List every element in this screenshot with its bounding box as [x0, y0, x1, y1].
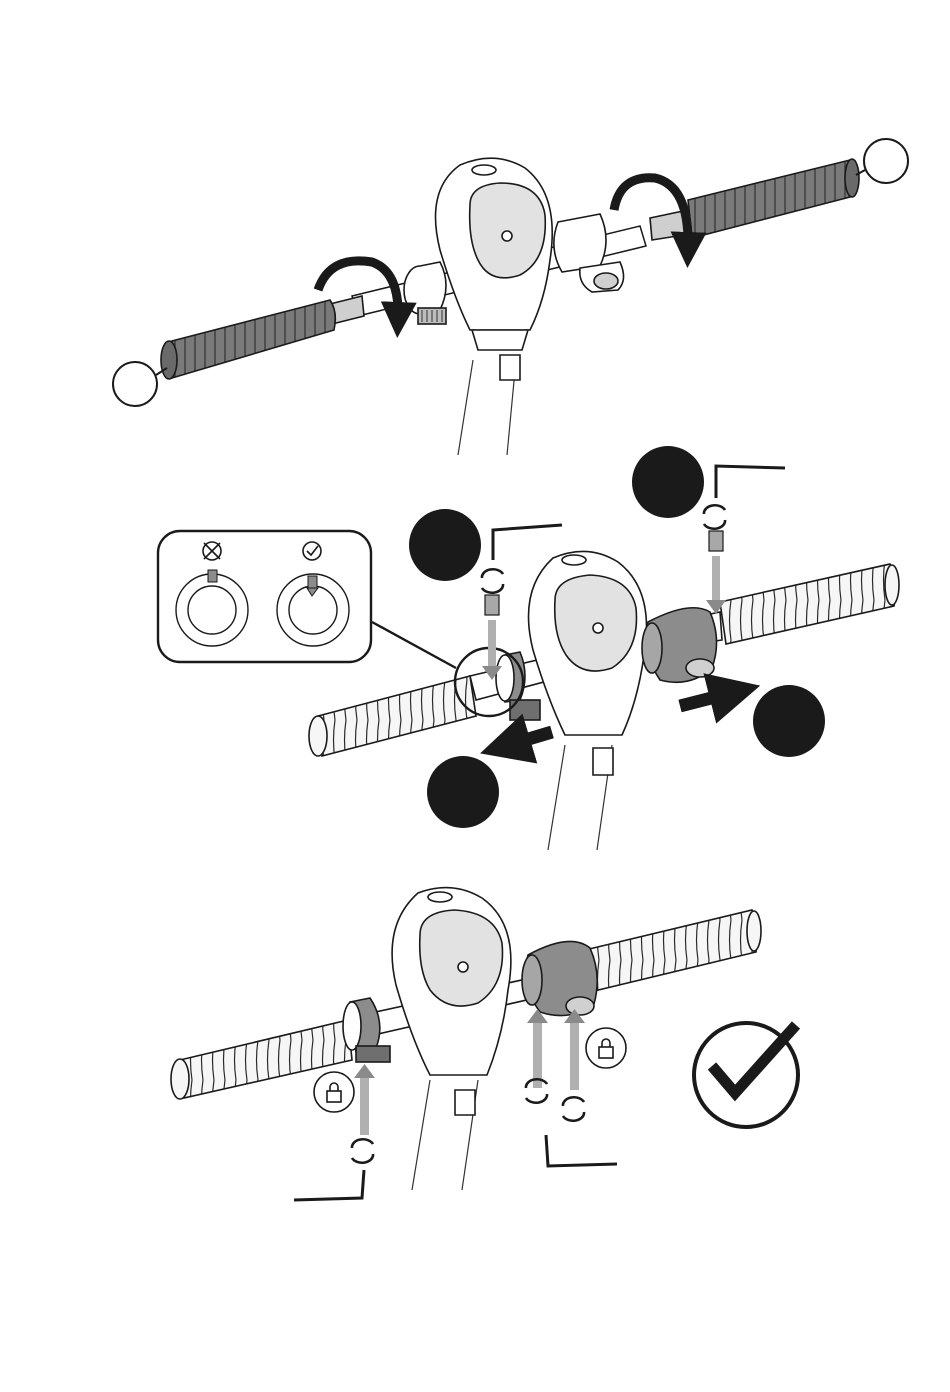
right-grip-installed: [585, 910, 761, 992]
display-head: [392, 888, 511, 1115]
panel-install-grips: [113, 139, 908, 455]
panel-tighten-and-verify: [171, 888, 798, 1200]
checkmark-icon: [694, 1023, 798, 1127]
display-head: [529, 551, 647, 775]
hex-key-icon: [294, 1135, 617, 1200]
right-throttle-control: [522, 941, 597, 1015]
display-head: [436, 158, 553, 380]
alignment-inset: [158, 531, 371, 662]
left-clamp: [404, 262, 446, 324]
left-grip[interactable]: [161, 296, 364, 379]
right-throttle-control[interactable]: [642, 608, 717, 683]
panel-attach-controls: [158, 446, 899, 850]
